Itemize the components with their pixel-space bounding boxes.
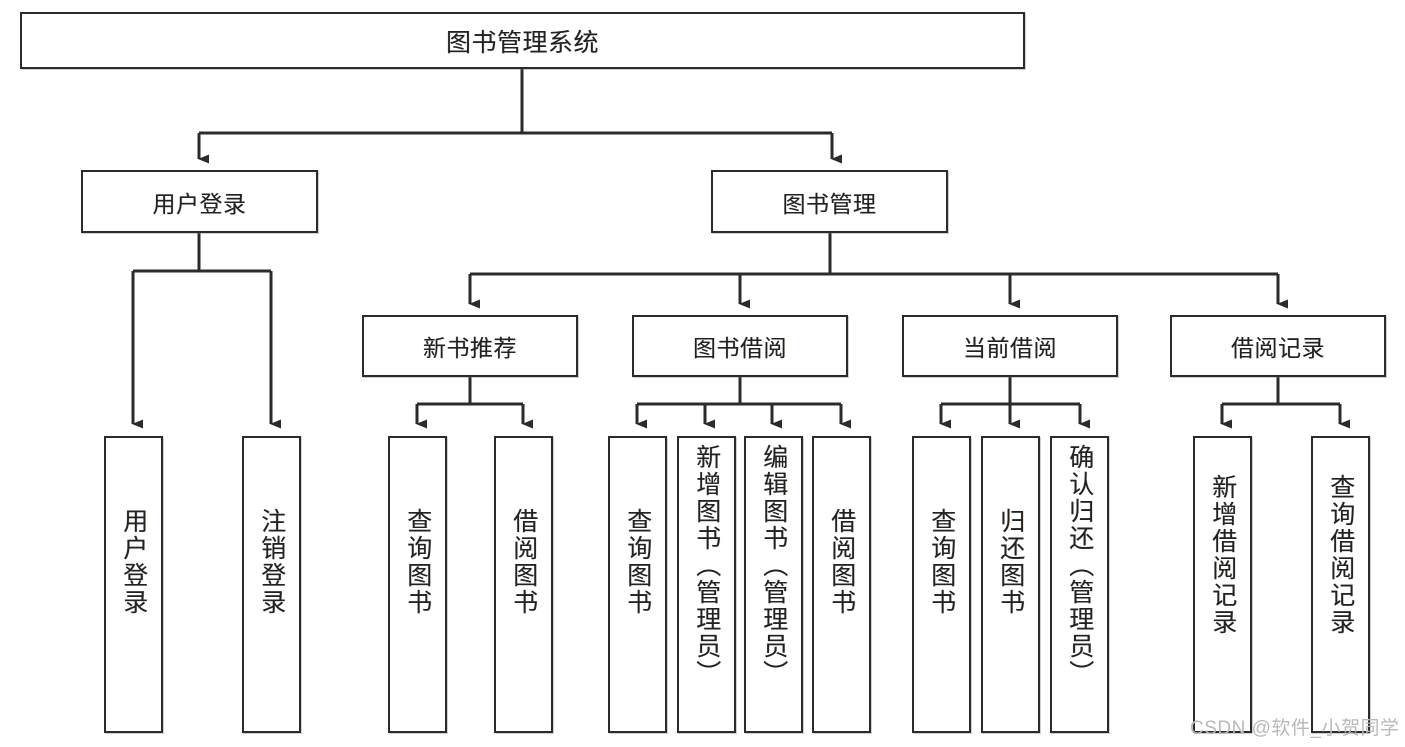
node-book-borrow[interactable]: 图书借阅 — [632, 315, 848, 377]
node-leaf-query-book-current[interactable]: 查询图书 — [912, 436, 971, 733]
node-label: 用户登录 — [152, 190, 247, 217]
node-leaf-logout[interactable]: 注销登录 — [242, 436, 301, 733]
node-root-system[interactable]: 图书管理系统 — [20, 12, 1025, 69]
node-label: 新书推荐 — [423, 335, 517, 361]
node-label: 查询借阅记录 — [1326, 474, 1355, 636]
node-leaf-return-book[interactable]: 归还图书 — [981, 436, 1040, 733]
watermark-text: CSDN @软件_小贺同学 — [1190, 718, 1400, 739]
node-new-book-recommend[interactable]: 新书推荐 — [362, 315, 578, 377]
node-label: 注销登录 — [257, 508, 286, 616]
node-label: 查询图书 — [403, 508, 432, 616]
node-label: 借阅图书 — [509, 508, 538, 616]
node-label: 借阅记录 — [1231, 335, 1325, 361]
node-leaf-add-book-admin[interactable]: 新增图书（管理员） — [677, 436, 736, 733]
node-label: 图书借阅 — [693, 335, 787, 361]
node-leaf-confirm-return-admin[interactable]: 确认归还（管理员） — [1050, 436, 1109, 733]
node-leaf-add-borrow-record[interactable]: 新增借阅记录 — [1193, 436, 1252, 733]
node-leaf-query-book-borrow[interactable]: 查询图书 — [608, 436, 667, 733]
node-leaf-query-book-recommend[interactable]: 查询图书 — [388, 436, 447, 733]
node-label: 确认归还（管理员） — [1065, 444, 1094, 687]
node-current-borrow[interactable]: 当前借阅 — [902, 315, 1118, 377]
node-label: 图书管理系统 — [445, 28, 599, 57]
node-label: 用户登录 — [119, 508, 148, 616]
node-leaf-borrow-book-recommend[interactable]: 借阅图书 — [494, 436, 553, 733]
node-borrow-record[interactable]: 借阅记录 — [1170, 315, 1386, 377]
node-label: 当前借阅 — [963, 335, 1057, 361]
node-leaf-query-borrow-record[interactable]: 查询借阅记录 — [1311, 436, 1370, 733]
node-label: 新增借阅记录 — [1208, 474, 1237, 636]
node-label: 查询图书 — [623, 508, 652, 616]
node-label: 图书管理 — [782, 190, 877, 217]
node-leaf-edit-book-admin[interactable]: 编辑图书（管理员） — [744, 436, 803, 733]
node-label: 借阅图书 — [827, 508, 856, 616]
node-label: 新增图书（管理员） — [692, 444, 721, 687]
node-user-login[interactable]: 用户登录 — [81, 170, 318, 233]
node-leaf-user-login[interactable]: 用户登录 — [104, 436, 163, 733]
node-label: 查询图书 — [927, 508, 956, 616]
node-label: 归还图书 — [996, 508, 1025, 616]
node-book-management[interactable]: 图书管理 — [711, 170, 948, 233]
node-leaf-borrow-book[interactable]: 借阅图书 — [812, 436, 871, 733]
node-label: 编辑图书（管理员） — [759, 444, 788, 687]
